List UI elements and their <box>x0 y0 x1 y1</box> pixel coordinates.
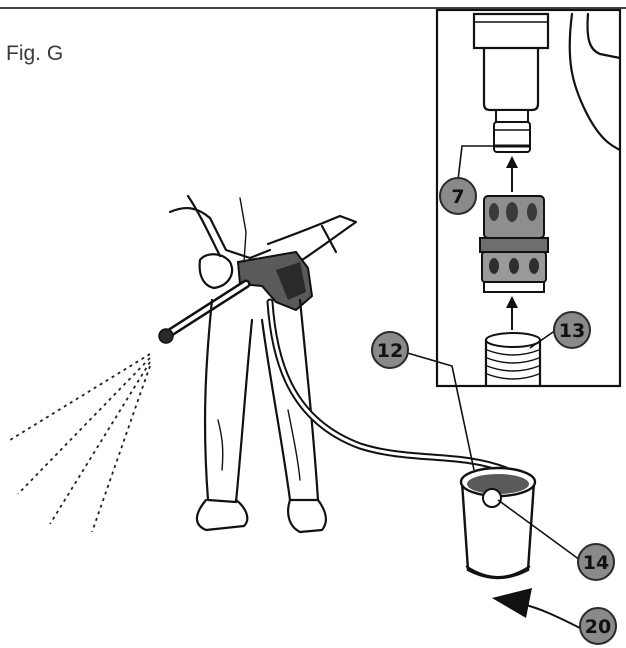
outlet-housing <box>472 12 550 50</box>
callout-13-label: 13 <box>559 320 585 342</box>
shoe-right <box>287 498 327 534</box>
leader-7 <box>457 145 494 181</box>
arrow-20-head <box>492 588 532 618</box>
spray-gun-grip <box>276 262 306 300</box>
spray-nozzle <box>158 328 174 344</box>
coupler-hole-3 <box>527 203 537 221</box>
coupler-lower-hole-2 <box>509 258 519 274</box>
coupler-band <box>479 237 549 253</box>
spray-lance-core <box>166 282 248 336</box>
suction-filter <box>482 488 502 508</box>
leader-lines <box>403 145 581 629</box>
coupler-hole-1 <box>489 203 499 221</box>
callout-20-circle <box>579 607 617 645</box>
callout-7: 7 <box>439 177 477 215</box>
callout-12-label: 12 <box>377 340 403 362</box>
callout-20: 20 <box>579 607 617 645</box>
callout-13-circle <box>553 311 591 349</box>
arrow-20 <box>521 603 581 629</box>
sprayer-body-outline <box>568 12 622 152</box>
callout-7-label: 7 <box>451 186 464 208</box>
leader-13 <box>529 329 557 349</box>
coupler-hole-2 <box>506 202 518 222</box>
callout-7-circle <box>439 177 477 215</box>
coupler-base-ring <box>483 281 545 293</box>
operator-figure <box>158 194 358 534</box>
callout-13: 13 <box>553 311 591 349</box>
callout-14-circle <box>577 543 615 581</box>
coupler-lower-hole-3 <box>529 258 539 274</box>
figure-title: Fig. G <box>6 42 63 65</box>
callout-14-label: 14 <box>583 552 609 574</box>
callout-20-label: 20 <box>585 616 611 638</box>
spray-pattern <box>9 353 151 533</box>
hose-end-13 <box>484 332 542 388</box>
callout-14: 14 <box>577 543 615 581</box>
bucket-inner <box>467 474 529 494</box>
leg-crease-left <box>217 419 224 471</box>
sprayer-body-outline-inner <box>586 12 622 60</box>
hand-left <box>198 253 234 290</box>
arm-right <box>266 214 358 270</box>
bucket-base <box>465 565 531 578</box>
torso-outline <box>168 206 272 260</box>
strap <box>239 197 247 263</box>
bucket <box>459 466 537 580</box>
leg-crease-right <box>287 409 301 481</box>
callout-12: 12 <box>371 331 409 369</box>
arm-right-sleeve <box>320 224 338 254</box>
shoe-left <box>195 498 249 532</box>
assembly-arrow-upper-head <box>506 156 518 168</box>
leader-14 <box>497 499 581 561</box>
callout-12-circle <box>371 331 409 369</box>
leg-left <box>203 298 254 504</box>
assembly-arrow-lower-head <box>506 296 518 308</box>
connector-nipple-7 <box>495 109 529 123</box>
leader-12 <box>403 351 475 471</box>
suction-hose-core <box>268 300 508 472</box>
coupler-lower-hole-1 <box>489 258 499 274</box>
shoulder-left <box>186 194 222 258</box>
